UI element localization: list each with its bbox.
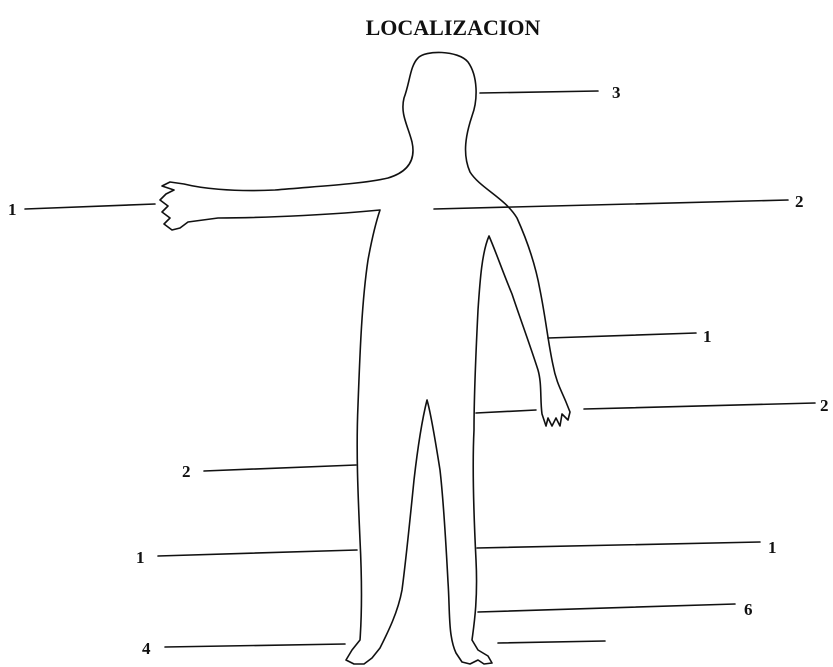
label-right-hand: 1 — [8, 200, 17, 219]
region-labels: 3 1 2 1 2 2 1 1 6 4 — [8, 83, 829, 658]
leader-line-hip — [476, 410, 536, 413]
leader-line-right-foot — [165, 644, 345, 647]
leader-line-left-foot — [498, 641, 605, 643]
leader-line-right-shin — [158, 550, 357, 556]
label-left-hand: 2 — [820, 396, 829, 415]
label-right-thigh: 2 — [182, 462, 191, 481]
label-left-ankle: 6 — [744, 600, 753, 619]
label-left-shin: 1 — [768, 538, 777, 557]
leader-line-head — [480, 91, 598, 93]
leader-line-right-thigh — [204, 465, 356, 471]
label-right-foot: 4 — [142, 639, 151, 658]
leader-line-left-shin — [477, 542, 760, 548]
label-chest: 2 — [795, 192, 804, 211]
label-left-forearm: 1 — [703, 327, 712, 346]
leader-line-chest — [434, 200, 788, 209]
leader-line-left-ankle — [478, 604, 735, 612]
diagram-title: LOCALIZACION — [366, 15, 541, 40]
human-body-outline — [160, 52, 570, 664]
leader-line-right-hand — [25, 204, 155, 209]
leader-line-left-hand — [584, 403, 815, 409]
label-head: 3 — [612, 83, 621, 102]
leader-line-left-forearm — [548, 333, 696, 338]
label-right-shin: 1 — [136, 548, 145, 567]
